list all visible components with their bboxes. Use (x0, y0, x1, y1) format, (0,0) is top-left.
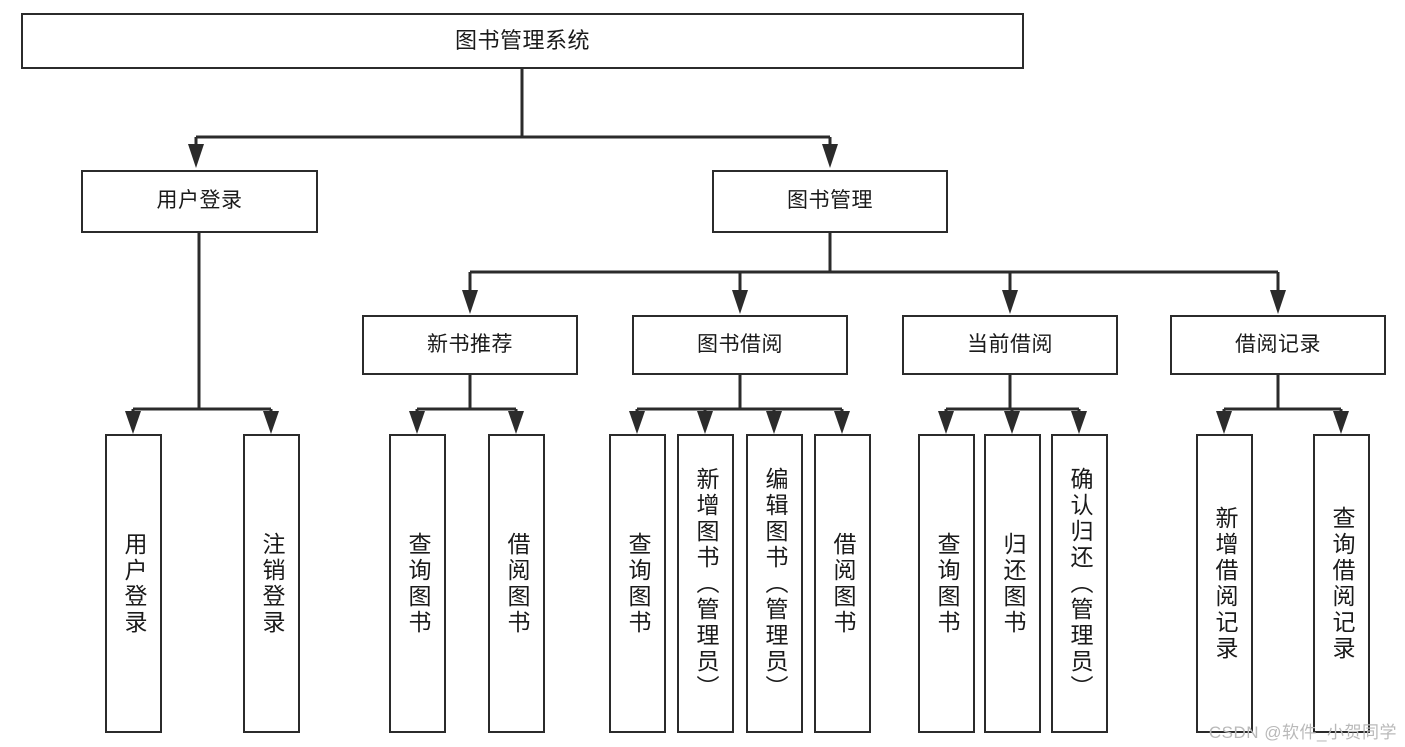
node-leaf-return-book[interactable]: 归还图书 (984, 434, 1041, 733)
node-label: 用户登录 (156, 189, 243, 213)
node-leaf-edit-book[interactable]: 编辑图书（管理员） (746, 434, 803, 733)
node-label: 查询借阅记录 (1329, 505, 1355, 662)
node-book-manage[interactable]: 图书管理 (712, 170, 948, 233)
node-user-login[interactable]: 用户登录 (81, 170, 318, 233)
node-label: 查询图书 (405, 531, 431, 636)
node-label: 借阅记录 (1235, 332, 1321, 356)
node-leaf-user-login[interactable]: 用户登录 (105, 434, 162, 733)
node-leaf-query-book-2[interactable]: 查询图书 (609, 434, 666, 733)
node-label: 图书管理 (787, 189, 873, 213)
node-leaf-borrow-book-1[interactable]: 借阅图书 (488, 434, 545, 733)
node-root-system[interactable]: 图书管理系统 (21, 13, 1024, 69)
node-book-borrow[interactable]: 图书借阅 (632, 315, 848, 375)
node-leaf-query-book-3[interactable]: 查询图书 (918, 434, 975, 733)
node-label: 新增借阅记录 (1212, 505, 1238, 662)
node-label: 新增图书（管理员） (693, 466, 719, 701)
node-label: 用户登录 (121, 531, 147, 636)
node-label: 查询图书 (625, 531, 651, 636)
node-leaf-borrow-book-2[interactable]: 借阅图书 (814, 434, 871, 733)
node-label: 归还图书 (1000, 531, 1026, 636)
node-label: 借阅图书 (504, 531, 530, 636)
node-label: 查询图书 (934, 531, 960, 636)
node-label: 编辑图书（管理员） (762, 466, 788, 701)
node-label: 确认归还（管理员） (1067, 466, 1093, 701)
node-leaf-query-record[interactable]: 查询借阅记录 (1313, 434, 1370, 733)
node-leaf-query-book-1[interactable]: 查询图书 (389, 434, 446, 733)
node-label: 新书推荐 (427, 332, 513, 356)
node-label: 当前借阅 (967, 332, 1053, 356)
node-label: 注销登录 (259, 531, 285, 636)
node-leaf-logout-login[interactable]: 注销登录 (243, 434, 300, 733)
node-borrow-record[interactable]: 借阅记录 (1170, 315, 1386, 375)
node-leaf-confirm-return[interactable]: 确认归还（管理员） (1051, 434, 1108, 733)
node-leaf-add-book[interactable]: 新增图书（管理员） (677, 434, 734, 733)
node-new-book-recommend[interactable]: 新书推荐 (362, 315, 578, 375)
node-current-borrow[interactable]: 当前借阅 (902, 315, 1118, 375)
node-leaf-add-record[interactable]: 新增借阅记录 (1196, 434, 1253, 733)
node-label: 图书借阅 (697, 332, 783, 356)
node-label: 图书管理系统 (454, 28, 590, 54)
watermark-text: CSDN @软件_小贺同学 (1208, 723, 1397, 742)
node-label: 借阅图书 (830, 531, 856, 636)
